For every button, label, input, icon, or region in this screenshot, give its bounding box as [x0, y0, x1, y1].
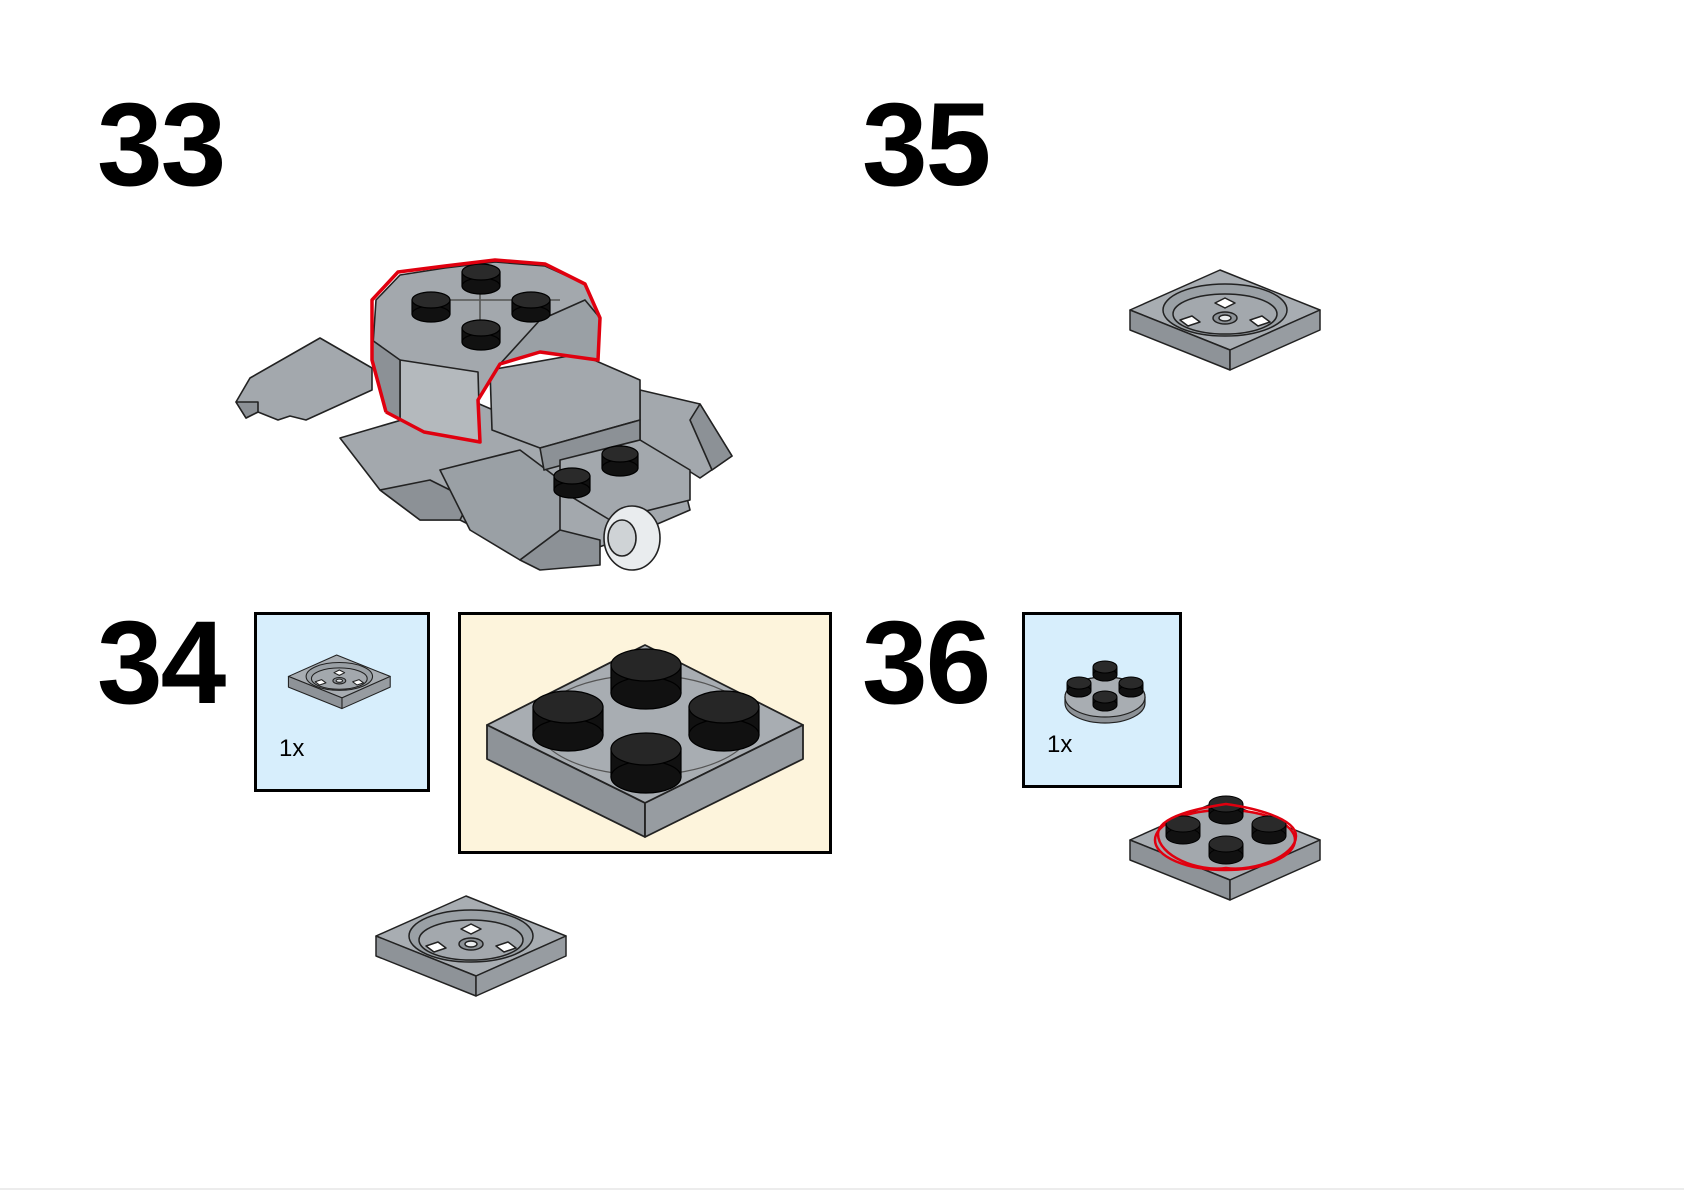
stud-icon [1251, 815, 1287, 845]
stud-icon [532, 690, 604, 752]
step-number-35: 35 [862, 79, 991, 211]
part-quantity: 1x [1047, 731, 1073, 758]
step-34-callout [458, 612, 832, 854]
stud-icon [511, 291, 551, 323]
step-36-parts-list: 1x [1022, 612, 1182, 788]
stud-icon [1165, 815, 1201, 845]
stud-icon [553, 467, 591, 499]
stud-icon [1066, 676, 1092, 698]
step-36-model [1129, 795, 1321, 901]
stud-icon [411, 291, 451, 323]
turntable-base-part-icon [287, 654, 391, 710]
stud-icon [1118, 676, 1144, 698]
stud-icon [1208, 835, 1244, 865]
stud-icon [610, 648, 682, 710]
plate-2x2-icon [486, 644, 804, 838]
new-part-highlight [1156, 802, 1298, 870]
stud-icon [688, 690, 760, 752]
stud-icon [601, 445, 639, 477]
new-part-highlight [370, 258, 602, 444]
stud-icon [1092, 690, 1118, 712]
page-bottom-edge [0, 1188, 1684, 1190]
step-34-model [375, 895, 567, 997]
step-35-model [1129, 269, 1321, 371]
stud-icon [1092, 660, 1118, 682]
stud-icon [610, 732, 682, 794]
stud-icon [461, 319, 501, 351]
round-plate-part-icon [1064, 660, 1146, 724]
step-number-36: 36 [862, 597, 991, 729]
stud-icon [461, 263, 501, 295]
step-34-parts-list: 1x [254, 612, 430, 792]
part-quantity: 1x [279, 735, 305, 762]
step-number-33: 33 [97, 79, 226, 211]
step-number-34: 34 [97, 597, 226, 729]
step-33-model [235, 258, 733, 571]
stud-icon [1208, 795, 1244, 825]
